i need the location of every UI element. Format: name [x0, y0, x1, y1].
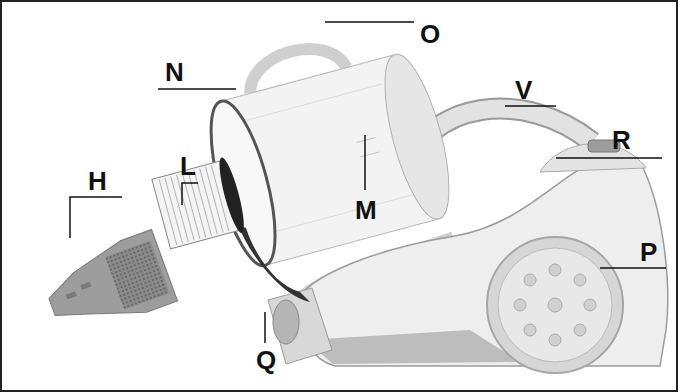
part-letter: P [640, 238, 657, 266]
inlet-nozzle [268, 288, 332, 364]
part-letter: O [420, 20, 440, 48]
part-letter: M [355, 196, 377, 224]
dust-container [190, 19, 462, 271]
part-letter: R [612, 126, 631, 154]
body-base [305, 330, 520, 364]
part-letter: H [88, 167, 107, 195]
wheel-cap [498, 248, 612, 362]
part-letter: L [180, 152, 196, 180]
cartridge-filter [151, 156, 248, 252]
inlet-opening [273, 300, 299, 344]
cyclone-cone [39, 229, 178, 341]
part-letter: N [165, 58, 184, 86]
wheel-dots [514, 264, 596, 346]
leader-lines [70, 22, 666, 343]
container-lid [238, 225, 310, 302]
part-letter: V [515, 76, 532, 104]
part-letter: Q [256, 346, 276, 374]
wheel [487, 237, 623, 373]
